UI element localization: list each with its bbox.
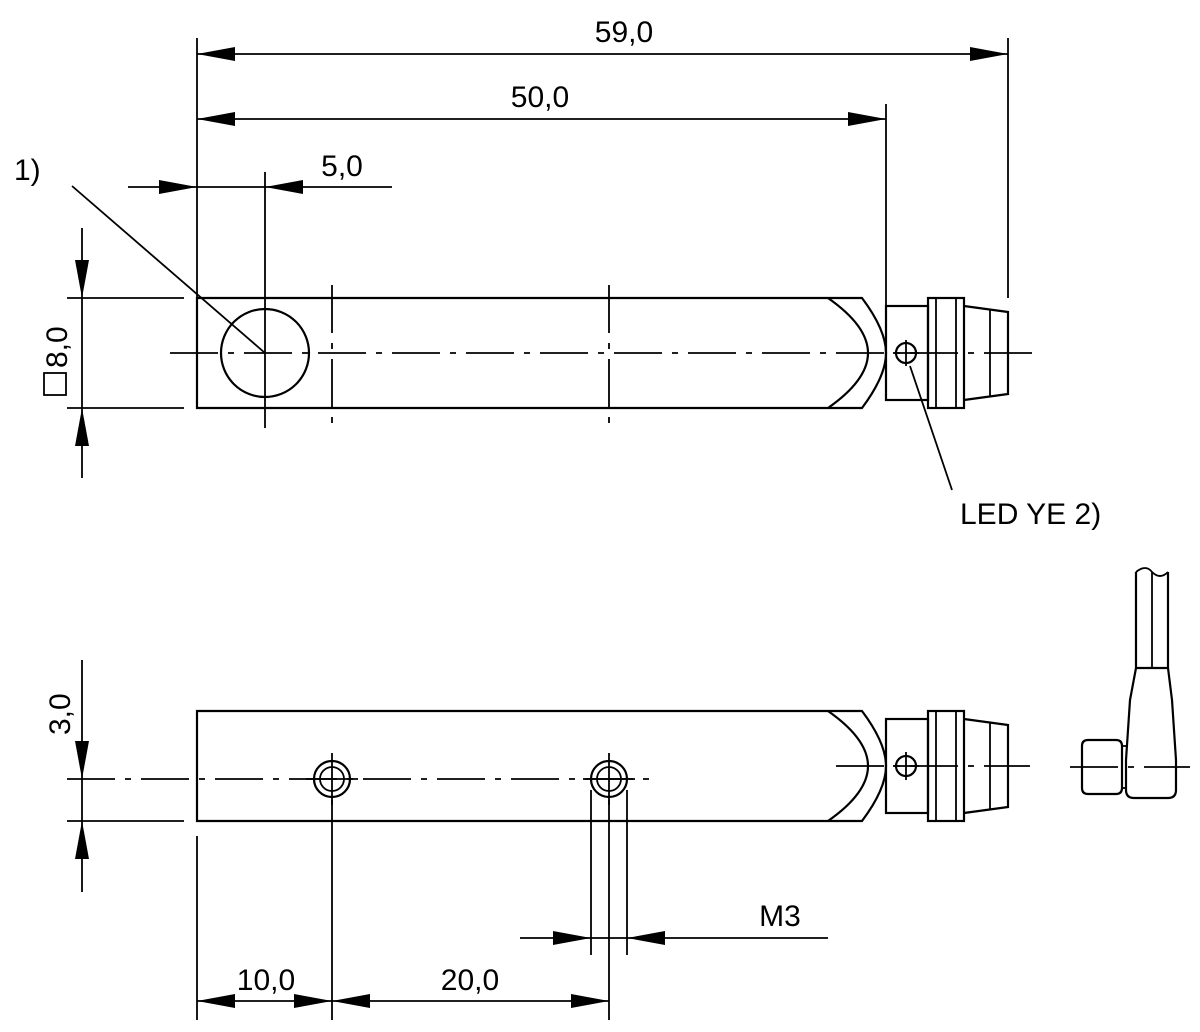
dim-hole-spacing-label: 20,0: [441, 964, 499, 997]
dim-body-length-label: 50,0: [511, 81, 569, 114]
dim-square-section-label: 8,0: [41, 326, 74, 368]
led-note: LED YE 2): [909, 365, 1101, 531]
sensing-face-note: 1): [14, 154, 266, 354]
dim-hole-positions: 10,0 20,0: [196, 800, 610, 1020]
dim-overall-length: 59,0: [196, 16, 1009, 298]
dim-sensing-face-offset: 5,0: [128, 150, 392, 194]
dim-sensing-face-offset-label: 5,0: [321, 150, 363, 183]
dim-overall-length-label: 59,0: [595, 16, 653, 49]
dim-mounting-height-label: 3,0: [44, 693, 77, 735]
side-view: [67, 709, 1030, 823]
square-symbol: [43, 372, 67, 396]
dim-first-hole-offset-label: 10,0: [237, 964, 295, 997]
angled-cable-connector: [1070, 567, 1190, 800]
dim-square-section: 8,0: [41, 228, 184, 478]
side-body-outline: [195, 709, 888, 823]
dim-body-length: 50,0: [197, 81, 887, 306]
top-view: [170, 172, 1040, 428]
led-note-label: LED YE 2): [960, 498, 1101, 531]
sensing-face-note-label: 1): [14, 154, 41, 187]
dim-mounting-height: 3,0: [44, 660, 184, 892]
dim-thread-label: M3: [759, 900, 801, 933]
dim-thread: M3: [520, 790, 828, 955]
